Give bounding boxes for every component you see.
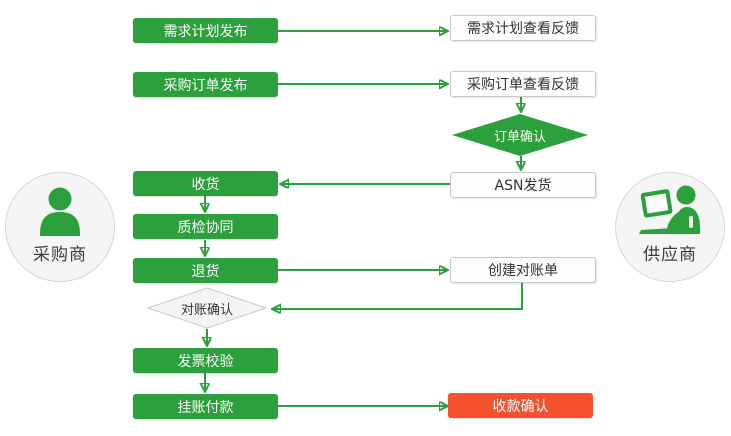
actor-supplier: 供应商	[615, 172, 725, 282]
actor-label: 供应商	[643, 245, 697, 265]
actor-label: 采购商	[33, 245, 87, 265]
node-label: 发票校验	[177, 353, 234, 370]
supplier-person-laptop-icon	[639, 182, 701, 238]
diamond-shape	[146, 287, 268, 329]
node-po-feedback: 采购订单查看反馈	[450, 71, 596, 97]
node-label: 对账确认	[180, 302, 233, 318]
node-demand-plan-publish: 需求计划发布	[133, 18, 278, 43]
node-receive: 收货	[133, 171, 278, 196]
node-label: 收货	[191, 176, 220, 193]
node-label: 挂账付款	[177, 399, 234, 416]
node-quality-sync: 质检协同	[133, 214, 278, 239]
node-label: 创建对账单	[488, 263, 558, 279]
node-book-payment: 挂账付款	[133, 394, 278, 419]
node-label: 订单确认	[493, 129, 546, 145]
node-statement-confirm: 对账确认	[146, 287, 268, 329]
node-order-confirm: 订单确认	[452, 114, 588, 156]
node-demand-plan-feedback: 需求计划查看反馈	[450, 15, 596, 41]
connector-statement-to-confirm	[272, 283, 523, 309]
node-create-statement: 创建对账单	[450, 257, 596, 283]
node-label: 采购订单查看反馈	[467, 77, 579, 93]
node-receipt-confirm: 收款确认	[448, 393, 593, 418]
node-asn-ship: ASN发货	[450, 172, 596, 198]
node-label: 需求计划发布	[163, 23, 248, 40]
buyer-person-icon	[34, 182, 86, 238]
node-invoice-check: 发票校验	[133, 348, 278, 373]
node-return-goods: 退货	[133, 258, 278, 283]
node-label: 质检协同	[177, 219, 234, 236]
actor-buyer: 采购商	[5, 172, 115, 282]
node-label: 采购订单发布	[163, 77, 248, 94]
node-label: ASN发货	[494, 178, 552, 194]
node-label: 退货	[191, 263, 220, 280]
node-label: 收款确认	[492, 398, 549, 415]
diamond-shape	[452, 114, 588, 156]
node-po-publish: 采购订单发布	[133, 72, 278, 97]
node-label: 需求计划查看反馈	[467, 21, 579, 37]
